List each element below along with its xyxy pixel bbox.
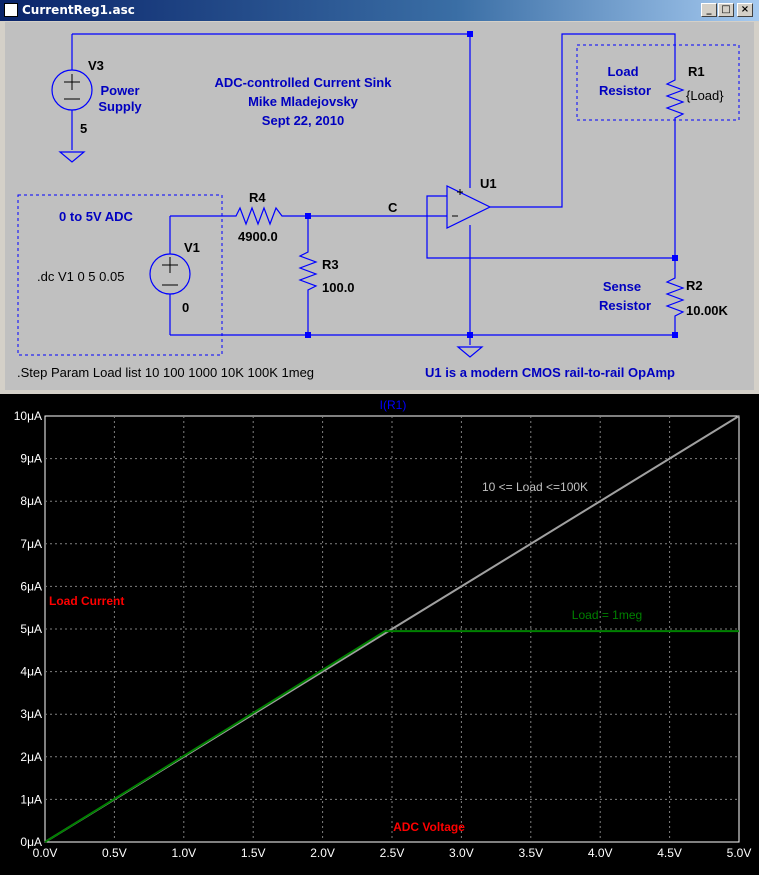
r2-name: R2 (686, 278, 703, 293)
window-title: CurrentReg1.asc (22, 3, 135, 17)
node-c: C (388, 200, 398, 215)
v3-label-1: Power (100, 83, 139, 98)
waveform-plot[interactable]: 0.0V 0.5V 1.0V 1.5V 2.0V 2.5V 3.0V 3.5V 4.0V 4.5V… (0, 394, 759, 875)
y-tick-label: 10μA (14, 409, 42, 423)
v1-name: V1 (184, 240, 200, 255)
x-tick-label: 3.5V (518, 846, 543, 860)
r2-label-1: Sense (603, 279, 641, 294)
x-tick-label: 0.5V (102, 846, 127, 860)
y-tick-label: 2μA (20, 750, 42, 764)
y-tick-label: 6μA (20, 579, 42, 593)
r1-resistor[interactable] (665, 52, 685, 258)
v3-value: 5 (80, 121, 87, 136)
v3-label-2: Supply (98, 99, 142, 114)
y-tick-label: 9μA (20, 452, 42, 466)
series-line-1 (44, 630, 739, 843)
y-tick-label: 0μA (20, 835, 42, 849)
adc-group-box (17, 194, 223, 356)
load-group-box (576, 44, 740, 121)
title-line-1: ADC-controlled Current Sink (215, 75, 393, 90)
x-tick-label: 1.5V (241, 846, 266, 860)
y-tick-label: 8μA (20, 494, 42, 508)
window-titlebar: CurrentReg1.asc _ □ × (0, 0, 759, 21)
title-line-3: Sept 22, 2010 (262, 113, 344, 128)
r3-value: 100.0 (322, 280, 355, 295)
r2-resistor[interactable] (665, 258, 685, 335)
u1-name: U1 (480, 176, 497, 191)
step-command: .Step Param Load list 10 100 1000 10K 10… (17, 365, 314, 380)
x-tick-label: 2.5V (380, 846, 405, 860)
close-button[interactable]: × (737, 3, 753, 17)
r1-label-2: Resistor (599, 83, 651, 98)
schematic-view[interactable]: ADC-controlled Current Sink Mike Mladejo… (5, 22, 754, 390)
x-tick-label: 0.0V (33, 846, 58, 860)
maximize-button[interactable]: □ (718, 3, 734, 17)
y-tick-label: 5μA (20, 622, 42, 636)
plot-title[interactable]: I(R1) (380, 398, 407, 412)
v3-source-symbol[interactable] (51, 69, 93, 111)
x-tick-label: 5.0V (727, 846, 752, 860)
x-tick-label: 1.0V (171, 846, 196, 860)
r3-name: R3 (322, 257, 339, 272)
y-tick-label: 4μA (20, 665, 42, 679)
pane-splitter[interactable] (0, 390, 759, 394)
r2-value: 10.00K (686, 303, 729, 318)
r4-resistor[interactable] (170, 206, 308, 226)
r1-name: R1 (688, 64, 705, 79)
app-icon (4, 3, 18, 17)
u1-opamp[interactable] (446, 185, 492, 229)
r2-label-2: Resistor (599, 298, 651, 313)
series-label-green: Load = 1meg (572, 608, 642, 622)
title-line-2: Mike Mladejovsky (248, 94, 359, 109)
x-tick-label: 4.5V (657, 846, 682, 860)
x-axis-label: ADC Voltage (393, 820, 465, 834)
x-tick-label: 2.0V (310, 846, 335, 860)
y-tick-label: 7μA (20, 537, 42, 551)
ground-v3 (58, 151, 86, 163)
x-tick-label: 4.0V (588, 846, 613, 860)
opamp-note: U1 is a modern CMOS rail-to-rail OpAmp (425, 365, 675, 380)
minimize-button[interactable]: _ (701, 3, 717, 17)
v3-name: V3 (88, 58, 104, 73)
x-tick-label: 3.0V (449, 846, 474, 860)
ground-main (456, 346, 484, 358)
r1-value: {Load} (686, 88, 724, 103)
y-tick-label: 1μA (20, 792, 42, 806)
adc-label: 0 to 5V ADC (59, 209, 134, 224)
r4-value: 4900.0 (238, 229, 278, 244)
series-label-gray: 10 <= Load <=100K (482, 480, 588, 494)
v1-value: 0 (182, 300, 189, 315)
dc-command: .dc V1 0 5 0.05 (37, 269, 124, 284)
r3-resistor[interactable] (298, 216, 318, 335)
r1-label-1: Load (607, 64, 638, 79)
y-tick-label: 3μA (20, 707, 42, 721)
y-axis-label: Load Current (49, 594, 124, 608)
r4-name: R4 (249, 190, 266, 205)
